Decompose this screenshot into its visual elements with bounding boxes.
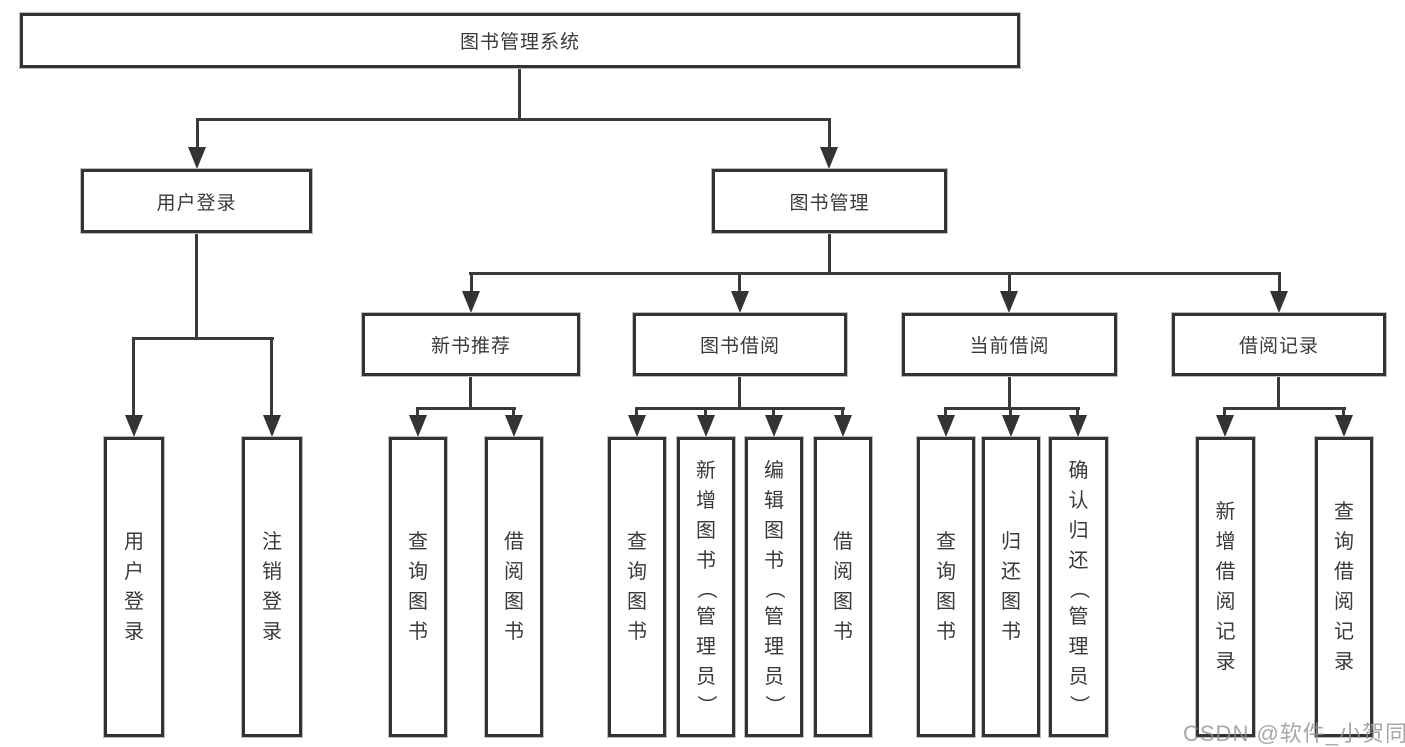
arrow-down-icon — [1002, 415, 1020, 437]
arrow-down-icon — [1069, 415, 1087, 437]
connector-drop-user-login — [196, 118, 199, 150]
connector-drop — [1223, 407, 1226, 419]
connector-root-rail — [196, 118, 831, 121]
connector-book-management-stem — [828, 233, 831, 272]
connector-drop-leaf-logout — [270, 337, 273, 417]
node-root-library-system: 图书管理系统 — [20, 13, 1020, 68]
connector-drop — [704, 407, 707, 419]
connector-current-rail — [944, 407, 1080, 410]
leaf-logout: 注销登录 — [242, 437, 302, 737]
connector-recommend-rail — [416, 407, 516, 410]
connector-record-rail — [1223, 407, 1346, 410]
leaf-borrow-add-books-admin: 新增图书（管理员） — [677, 437, 735, 737]
connector-drop — [1342, 407, 1345, 419]
connector-current-stem — [1008, 376, 1011, 407]
leaf-borrow-query-books: 查询图书 — [608, 437, 666, 737]
connector-drop-leaf-user-login — [132, 337, 135, 417]
node-book-management: 图书管理 — [712, 169, 947, 233]
connector-borrow-rail — [635, 407, 845, 410]
arrow-down-icon — [505, 415, 523, 437]
leaf-record-add-borrow-record: 新增借阅记录 — [1196, 437, 1255, 737]
connector-drop — [1076, 407, 1079, 419]
arrow-down-icon — [697, 415, 715, 437]
node-new-book-recommend: 新书推荐 — [362, 313, 580, 376]
node-user-login: 用户登录 — [81, 169, 312, 233]
leaf-current-return-books: 归还图书 — [982, 437, 1040, 737]
node-borrow-record: 借阅记录 — [1172, 313, 1386, 376]
arrow-down-icon — [1216, 415, 1234, 437]
node-current-borrow: 当前借阅 — [902, 313, 1117, 376]
connector-drop — [416, 407, 419, 419]
connector-drop — [944, 407, 947, 419]
arrow-down-icon — [820, 147, 838, 169]
csdn-watermark: CSDN @软件_小贺同学 — [1183, 721, 1405, 746]
connector-user-login-rail — [132, 337, 274, 340]
arrow-down-icon — [188, 147, 206, 169]
node-book-borrow: 图书借阅 — [633, 313, 847, 376]
arrow-down-icon — [263, 415, 281, 437]
connector-drop — [841, 407, 844, 419]
leaf-recommend-borrow-books: 借阅图书 — [485, 437, 543, 737]
connector-drop-book-management — [828, 118, 831, 150]
connector-drop-current — [1008, 272, 1011, 292]
connector-drop — [635, 407, 638, 419]
leaf-user-login: 用户登录 — [104, 437, 164, 737]
arrow-down-icon — [125, 415, 143, 437]
connector-borrow-stem — [738, 376, 741, 407]
arrow-down-icon — [628, 415, 646, 437]
leaf-current-query-books: 查询图书 — [917, 437, 975, 737]
connector-root-stem — [518, 68, 521, 118]
leaf-current-confirm-return-admin: 确认归还（管理员） — [1049, 437, 1108, 737]
connector-drop — [512, 407, 515, 419]
leaf-borrow-borrow-books: 借阅图书 — [814, 437, 872, 737]
arrow-down-icon — [1270, 291, 1288, 313]
connector-user-login-stem — [195, 233, 198, 337]
connector-drop — [772, 407, 775, 419]
leaf-recommend-query-books: 查询图书 — [389, 437, 447, 737]
connector-drop-recommend — [470, 272, 473, 292]
connector-drop-record — [1278, 272, 1281, 292]
connector-book-management-rail — [469, 272, 1281, 275]
arrow-down-icon — [937, 415, 955, 437]
connector-drop — [1009, 407, 1012, 419]
arrow-down-icon — [1335, 415, 1353, 437]
connector-record-stem — [1277, 376, 1280, 407]
arrow-down-icon — [1000, 291, 1018, 313]
arrow-down-icon — [765, 415, 783, 437]
leaf-borrow-edit-books-admin: 编辑图书（管理员） — [745, 437, 803, 737]
connector-drop-borrow — [738, 272, 741, 292]
arrow-down-icon — [462, 291, 480, 313]
arrow-down-icon — [731, 291, 749, 313]
arrow-down-icon — [834, 415, 852, 437]
arrow-down-icon — [409, 415, 427, 437]
leaf-record-query-borrow-record: 查询借阅记录 — [1315, 437, 1373, 737]
connector-recommend-stem — [469, 376, 472, 407]
